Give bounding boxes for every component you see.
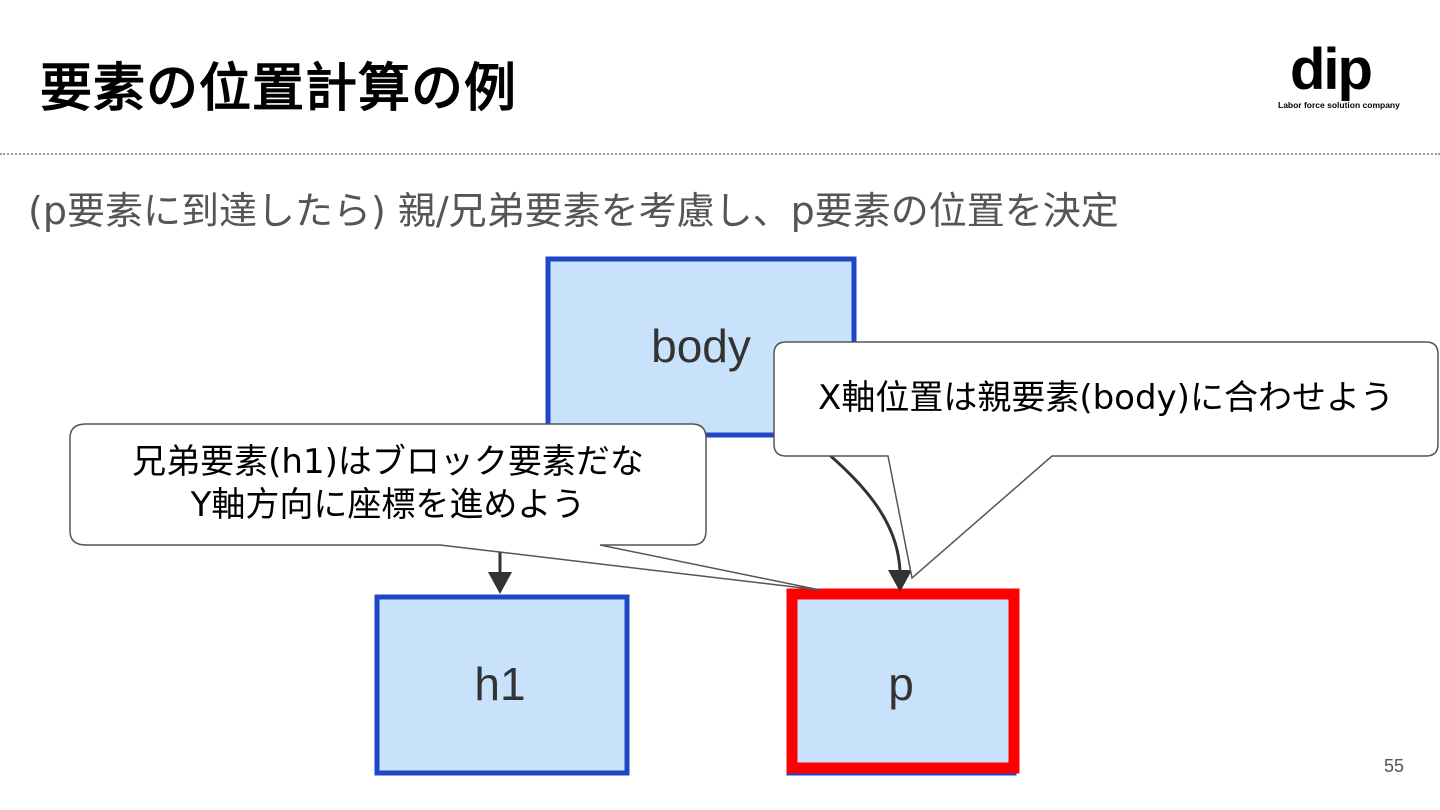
slide-subtitle: (p要素に到達したら) 親/兄弟要素を考慮し、p要素の位置を決定 (28, 189, 1119, 233)
node-p-box (786, 594, 1017, 776)
logo-mark: dip (1290, 37, 1373, 102)
node-p-label: p (888, 658, 914, 710)
edge-body-p-line (811, 438, 902, 576)
node-body-label: body (651, 320, 751, 372)
node-h1-label: h1 (474, 658, 525, 710)
node-h1-box (374, 594, 630, 776)
callout-x-axis-bubble (773, 341, 1439, 580)
edge-body-h1-arrowhead (488, 572, 512, 594)
node-h1: h1 (374, 594, 630, 776)
page-number: 55 (1384, 756, 1405, 776)
callout-y-axis-text: 兄弟要素(h1)はブロック要素だな Y軸方向に座標を進めよう (70, 441, 706, 527)
node-p: p (786, 588, 1020, 776)
node-p-highlight (786, 588, 1020, 774)
logo-tagline: Labor force solution company (1278, 100, 1400, 110)
callout-x-axis-text: X軸位置は親要素(body)に合わせよう (774, 377, 1438, 420)
company-logo: dip Labor force solution company (1276, 36, 1416, 116)
callout-x-axis (773, 341, 1439, 580)
callout-y-axis-bubble (69, 423, 821, 591)
callout-x-axis-line: X軸位置は親要素(body)に合わせよう (818, 378, 1394, 418)
slide-title: 要素の位置計算の例 (40, 59, 518, 119)
callout-y-axis-line-1: 兄弟要素(h1)はブロック要素だな (132, 442, 644, 482)
callout-y-axis-line-2: Y軸方向に座標を進めよう (190, 485, 586, 525)
title-divider (0, 153, 1440, 155)
callout-y-axis (69, 423, 821, 591)
edge-body-p-arrowhead (888, 570, 912, 592)
